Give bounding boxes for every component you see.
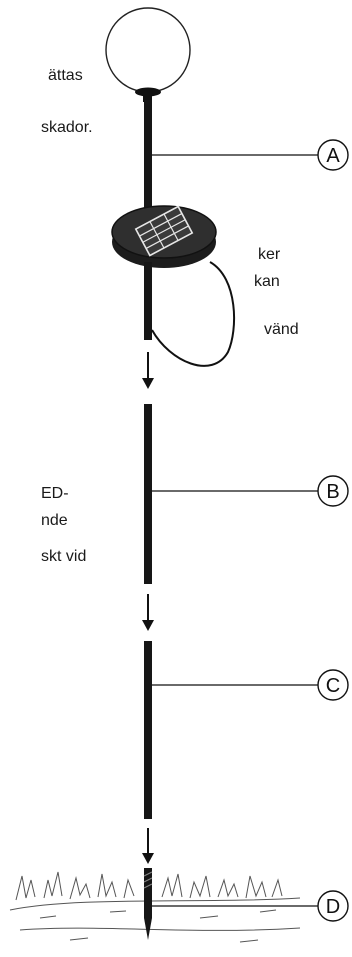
ground-spike-d	[143, 868, 153, 940]
callout-a-label: A	[326, 145, 340, 167]
text-fragment-4: kan	[254, 273, 280, 290]
cable	[151, 261, 236, 367]
text-fragment-5: vänd	[264, 321, 299, 338]
pole-section-a-lower	[144, 262, 152, 340]
callout-b-label: B	[326, 481, 339, 503]
text-fragment-3: ker	[258, 246, 281, 263]
callout-d-label: D	[326, 896, 340, 918]
text-fragment-2: skador.	[41, 119, 93, 136]
arrow-down-icon	[142, 352, 154, 389]
ground	[9, 871, 301, 943]
callout-d: D	[317, 890, 349, 922]
arrow-down-icon	[142, 594, 154, 631]
arrow-down-icon	[142, 828, 154, 864]
pole-section-a-upper	[144, 100, 152, 212]
text-fragment-6: ED-	[41, 485, 69, 502]
text-fragment-1: ättas	[48, 67, 83, 84]
pole-section-b	[144, 404, 152, 584]
globe-lamp	[105, 7, 191, 102]
pole-section-c	[144, 641, 152, 819]
text-fragment-7: nde	[41, 512, 68, 529]
solar-panel	[111, 205, 217, 268]
callout-c-label: C	[326, 675, 340, 697]
callout-b: B	[317, 475, 349, 507]
text-fragment-8: skt vid	[41, 548, 87, 565]
callout-a: A	[317, 139, 349, 171]
callout-c: C	[317, 669, 349, 701]
